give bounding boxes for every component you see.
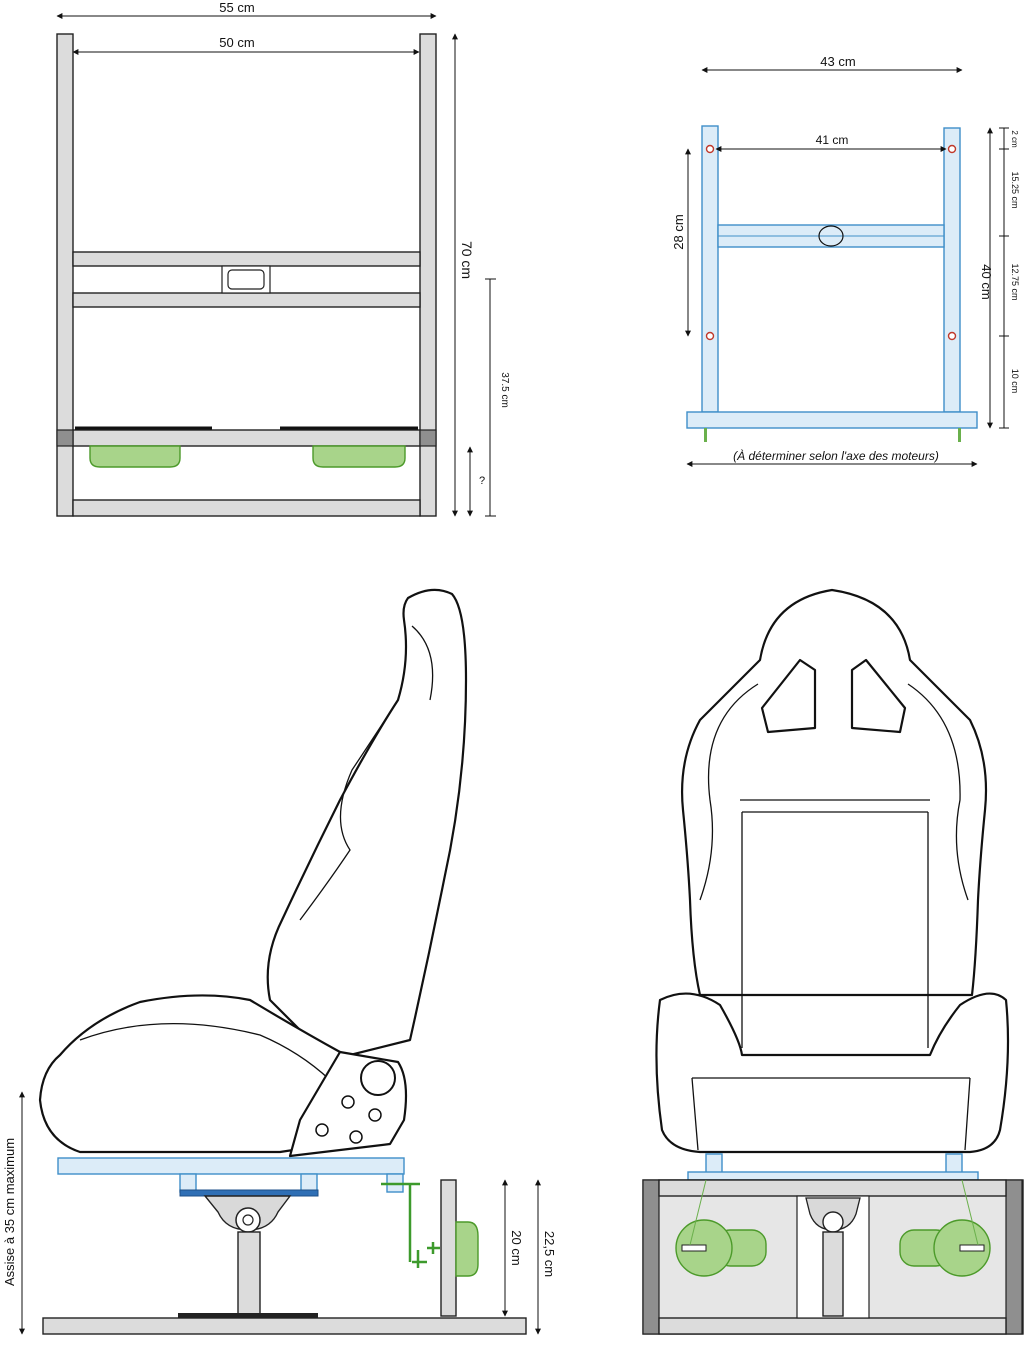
bottom-bar: [72, 499, 421, 517]
front-link-left: [689, 1179, 707, 1246]
bracket-bolt-4: [349, 1130, 363, 1144]
side-left-upright: [701, 125, 719, 413]
dim-seg-c: 10 cm: [1010, 369, 1020, 394]
post-base: [178, 1313, 318, 1318]
front-motor-right-shaft: [959, 1244, 985, 1252]
front-cushion-seams: [691, 1077, 971, 1151]
motor-side: [455, 1221, 479, 1277]
left-joint: [56, 429, 74, 447]
hole-bottom-left: [705, 331, 715, 341]
pivot-post: [237, 1231, 261, 1317]
dim-side-height: 40 cm: [979, 264, 994, 299]
front-center-panel: [740, 799, 930, 1048]
side-leg-right: [958, 428, 961, 442]
seat-plate-foot-left: [179, 1173, 197, 1193]
dim-outer-width: 55 cm: [219, 0, 254, 15]
motor-upright: [440, 1179, 457, 1317]
dim-side-inner-width: 41 cm: [816, 133, 849, 147]
harness-slot-left: [760, 658, 817, 734]
seat-backrest: [266, 588, 468, 1062]
front-motor-left-shaft: [681, 1244, 707, 1252]
pivot-pin: [242, 1214, 254, 1226]
front-leg-left: [705, 1153, 723, 1175]
motor-linkage: [381, 1182, 440, 1268]
front-frame-drawing: 55 cm 50 cm 70 cm 37.5 cm ?: [56, 0, 510, 517]
recliner-knob: [360, 1060, 396, 1096]
dim-height: 70 cm: [459, 241, 475, 279]
side-leg-left: [704, 428, 707, 442]
seat-front-view: [642, 588, 1024, 1335]
dim-base-note: (À déterminer selon l'axe des moteurs): [733, 448, 939, 463]
center-bracket-slot: [227, 269, 265, 290]
front-leg-right: [945, 1153, 963, 1175]
front-base-bottom-bar: [658, 1317, 1007, 1335]
front-plate: [687, 1171, 979, 1181]
dim-motor-height: 20 cm: [509, 1230, 524, 1265]
seat-plate: [57, 1157, 405, 1175]
right-joint: [419, 429, 437, 447]
front-backrest-shell: [680, 588, 988, 997]
dim-seg-b: 12.75 cm: [1010, 263, 1020, 300]
hole-top-right: [947, 144, 957, 154]
motor-left: [89, 445, 181, 468]
front-base-left-post: [642, 1179, 660, 1335]
bracket-bolt-1: [341, 1095, 355, 1109]
hole-bottom-right: [947, 331, 957, 341]
seat-plate-foot-right: [300, 1173, 318, 1193]
right-upright: [419, 33, 437, 517]
front-base-right-post: [1005, 1179, 1023, 1335]
dim-unknown: ?: [479, 475, 485, 487]
front-side-bolster-seams: [699, 683, 969, 901]
front-pivot-joint: [822, 1211, 844, 1233]
seat-rail: [179, 1189, 319, 1197]
cross-bar-upper: [72, 251, 421, 267]
bracket-bolt-3: [315, 1123, 329, 1137]
front-link-right: [961, 1179, 979, 1246]
harness-slot-right: [850, 658, 907, 734]
dim-platform-height: 22,5 cm: [542, 1231, 557, 1277]
base-bar: [72, 429, 421, 447]
cushion-seam: [79, 1023, 331, 1081]
side-frame-drawing: 43 cm 41 cm 28 cm 40 cm 2 cm 15.25 cm 12…: [671, 54, 1020, 467]
side-base-bar: [686, 411, 978, 429]
motor-right: [312, 445, 406, 468]
front-pivot-post: [822, 1231, 844, 1317]
dim-inner-width: 50 cm: [219, 35, 254, 50]
dim-seg-a: 15.25 cm: [1010, 171, 1020, 208]
left-upright: [56, 33, 74, 517]
dim-seg-top: 2 cm: [1010, 130, 1019, 148]
dim-partial-height: 37.5 cm: [499, 372, 510, 408]
front-cushion: [655, 992, 1010, 1154]
dim-side-outer-width: 43 cm: [820, 54, 855, 69]
hole-top-left: [705, 144, 715, 154]
seat-side-view: Assise à 35 cm maximum 20 cm 22,5 cm: [2, 588, 557, 1335]
base-platform: [42, 1317, 527, 1335]
side-right-upright: [943, 127, 961, 413]
dim-seat-height-note: Assise à 35 cm maximum: [2, 1138, 17, 1286]
bracket-bolt-2: [368, 1108, 382, 1122]
cross-bar-lower: [72, 292, 421, 308]
backrest-seam: [299, 625, 434, 921]
front-base-top-bar: [658, 1179, 1007, 1197]
side-cross-hole: [818, 225, 844, 247]
dim-hole-spacing: 28 cm: [671, 214, 686, 249]
